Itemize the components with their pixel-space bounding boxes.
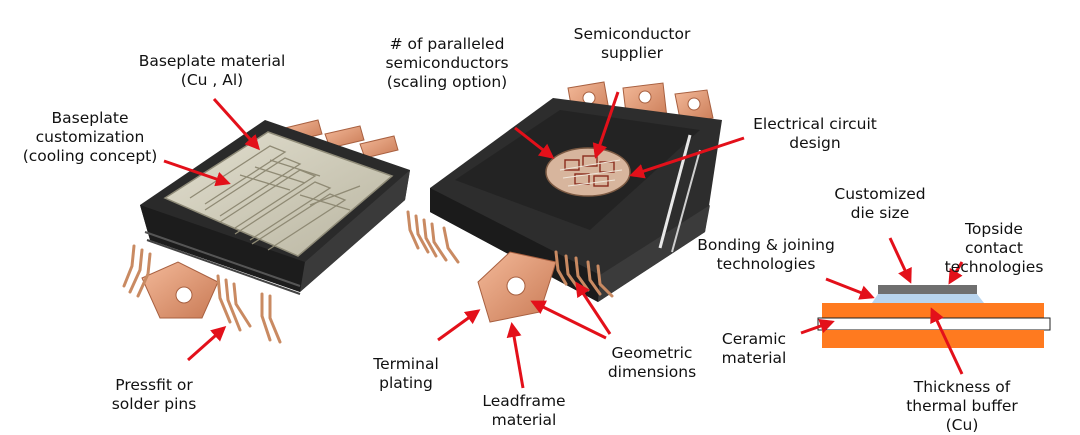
label-ceramic-material: Ceramic material xyxy=(721,330,787,367)
arrow-thermal-buffer xyxy=(930,307,964,375)
annotation-arrows xyxy=(163,91,964,389)
arrow-baseplate-material xyxy=(212,97,261,151)
arrow-customized-die-size xyxy=(888,237,912,284)
left-power-module xyxy=(122,119,410,344)
center-chip-window xyxy=(545,147,631,197)
center-power-module xyxy=(406,81,722,323)
label-terminal-plating: Terminal plating xyxy=(373,355,439,392)
label-baseplate-material: Baseplate material (Cu , Al) xyxy=(138,52,286,89)
arrow-topside-contact xyxy=(948,261,964,285)
arrow-terminal-plating xyxy=(437,309,481,342)
label-electrical-circuit-design: Electrical circuit design xyxy=(753,115,877,152)
arrow-semiconductor-supplier xyxy=(592,91,620,159)
label-geometric-dimensions: Geometric dimensions xyxy=(607,344,697,381)
label-leadframe-material: Leadframe material xyxy=(482,392,566,429)
arrow-paralleled-semiconductors xyxy=(514,126,555,159)
label-topside-contact: Topside contact technologies xyxy=(944,220,1044,276)
die xyxy=(878,285,977,294)
arrow-bonding-joining xyxy=(825,277,875,300)
label-baseplate-customization: Baseplate customization (cooling concept… xyxy=(22,109,158,165)
arrow-pressfit-pins xyxy=(187,326,227,362)
label-pressfit-pins: Pressfit or solder pins xyxy=(111,376,197,413)
label-paralleled-semiconductors: # of paralleled semiconductors (scaling … xyxy=(385,35,509,91)
left-pins xyxy=(122,244,282,344)
center-front-terminal xyxy=(477,251,557,323)
label-semiconductor-supplier: Semiconductor supplier xyxy=(573,25,691,62)
arrow-baseplate-customization xyxy=(163,159,231,187)
center-terminal-holes xyxy=(582,90,701,111)
ceramic-insulator xyxy=(817,317,1051,331)
arrow-leadframe-material xyxy=(506,322,525,389)
label-customized-die-size: Customized die size xyxy=(834,185,926,222)
arrow-geometric-dimensions-2 xyxy=(575,281,612,335)
arrow-electrical-circuit xyxy=(629,136,745,179)
arrow-geometric-dimensions-1 xyxy=(530,300,607,340)
arrow-ceramic-material xyxy=(800,318,835,335)
center-pins xyxy=(406,210,614,298)
label-bonding-joining: Bonding & joining technologies xyxy=(697,236,835,273)
center-housing xyxy=(430,98,722,302)
ceramic-layer-bottom xyxy=(822,330,1044,348)
bonding-layer xyxy=(872,294,984,303)
label-thermal-buffer: Thickness of thermal buffer (Cu) xyxy=(906,378,1018,434)
left-front-terminal xyxy=(141,261,219,319)
left-baseplate xyxy=(163,131,394,257)
